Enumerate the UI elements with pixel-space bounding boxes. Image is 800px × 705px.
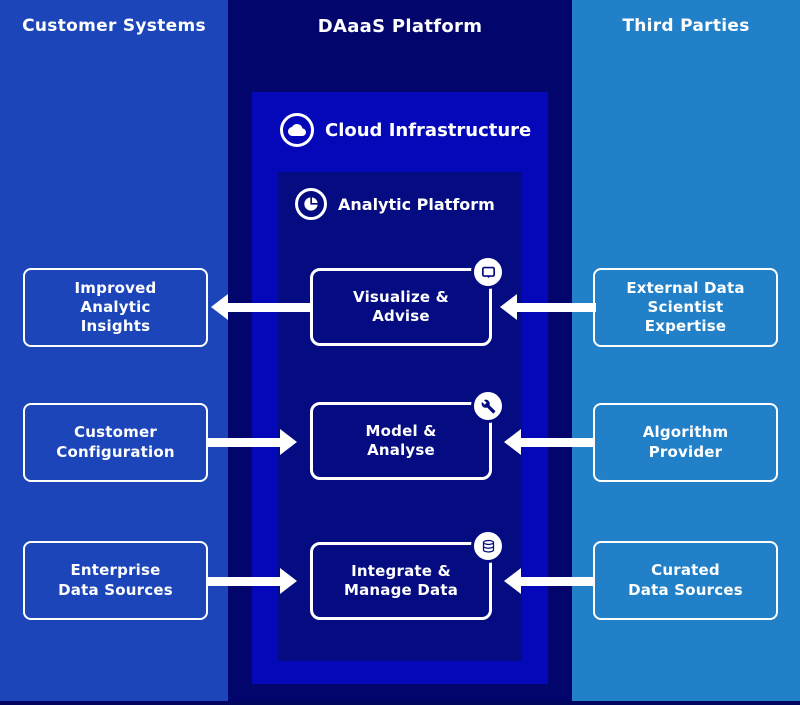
- arrow-visualize-to-insights: [211, 294, 312, 320]
- arrowhead-right-icon: [280, 429, 297, 455]
- analytic-platform-label-group: Analytic Platform: [295, 188, 495, 220]
- node-label: Visualize & Advise: [353, 287, 449, 325]
- node-visualize-advise: Visualize & Advise: [310, 255, 505, 346]
- node-model-analyse: Model & Analyse: [310, 389, 505, 480]
- bottom-edge-divider: [0, 701, 800, 705]
- third-parties-header: Third Parties: [622, 16, 750, 36]
- node-external-data-scientist-expertise: External Data Scientist Expertise: [593, 268, 778, 347]
- arrowhead-left-icon: [500, 294, 517, 320]
- node-label: Model & Analyse: [365, 421, 437, 459]
- monitor-icon: [471, 255, 505, 289]
- arrowhead-left-icon: [211, 294, 228, 320]
- node-label: Algorithm Provider: [642, 423, 729, 461]
- arrow-enterprise-to-integrate: [206, 568, 297, 594]
- arrow-expertise-to-visualize: [500, 294, 596, 320]
- node-algorithm-provider: Algorithm Provider: [593, 403, 778, 482]
- arrow-configuration-to-model: [206, 429, 297, 455]
- node-label: Curated Data Sources: [628, 561, 743, 599]
- cloud-infrastructure-label: Cloud Infrastructure: [325, 119, 532, 141]
- arrowhead-left-icon: [504, 429, 521, 455]
- node-label: External Data Scientist Expertise: [626, 278, 745, 336]
- node-customer-configuration: Customer Configuration: [23, 403, 208, 482]
- node-label: Enterprise Data Sources: [58, 561, 173, 599]
- arrow-algorithm-to-model: [504, 429, 595, 455]
- node-label: Integrate & Manage Data: [343, 561, 459, 599]
- daaas-platform-header: DAaaS Platform: [317, 16, 483, 37]
- node-enterprise-data-sources: Enterprise Data Sources: [23, 541, 208, 620]
- arrowhead-right-icon: [280, 568, 297, 594]
- pie-chart-icon: [295, 188, 327, 220]
- cloud-icon: [280, 113, 314, 147]
- node-label: Customer Configuration: [56, 423, 175, 461]
- node-label: Improved Analytic Insights: [74, 278, 157, 336]
- arrowhead-left-icon: [504, 568, 521, 594]
- wrench-icon: [471, 389, 505, 423]
- customer-systems-header: Customer Systems: [22, 16, 206, 36]
- node-curated-data-sources: Curated Data Sources: [593, 541, 778, 620]
- node-integrate-manage-data: Integrate & Manage Data: [310, 529, 505, 620]
- node-improved-analytic-insights: Improved Analytic Insights: [23, 268, 208, 347]
- database-icon: [471, 529, 505, 563]
- cloud-infrastructure-label-group: Cloud Infrastructure: [280, 112, 531, 148]
- arrow-curated-to-integrate: [504, 568, 595, 594]
- analytic-platform-label: Analytic Platform: [338, 194, 495, 214]
